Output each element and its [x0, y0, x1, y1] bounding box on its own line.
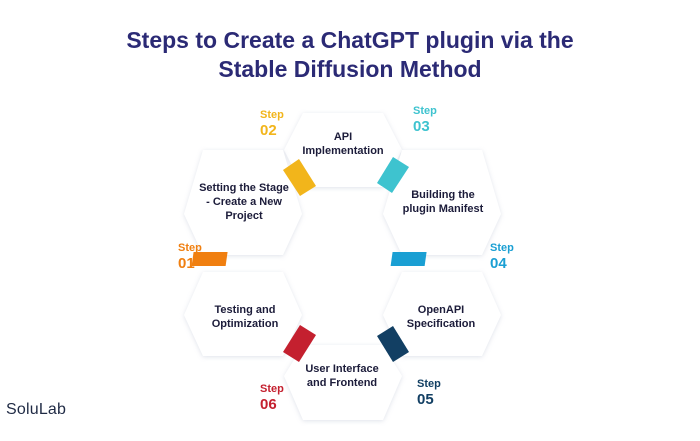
hex-tile-upper-right [383, 150, 501, 255]
card-step-01-line-3: Project [225, 210, 263, 222]
card-step-04-line-2: Specification [406, 318, 476, 330]
title-line-2: Stable Diffusion Method [218, 56, 482, 82]
connector-bar-step-02 [283, 159, 316, 196]
step-label-02: Step 02 [260, 109, 284, 139]
brand-logo-text: SoluLab [6, 401, 67, 418]
card-step-02-line-2: Implementation [302, 145, 384, 157]
card-step-04-line-1: OpenAPI [417, 304, 465, 316]
card-step-03-line-1: Building the [411, 189, 475, 201]
step-label-05-word: Step [417, 378, 441, 390]
hex-tile-top [284, 113, 402, 187]
hex-tile-lower-left [184, 272, 302, 356]
step-label-03-number: 03 [413, 118, 430, 135]
hex-tile-upper-left [184, 150, 302, 255]
card-step-04: OpenAPI Specification [381, 303, 501, 331]
hex-tile-bottom [284, 345, 402, 420]
step-label-05-number: 05 [417, 391, 434, 408]
step-label-04-word: Step [490, 242, 514, 254]
card-step-01-line-1: Setting the Stage [199, 182, 289, 194]
card-step-06-line-1: Testing and [214, 304, 276, 316]
card-step-02: API Implementation [283, 130, 403, 158]
step-label-05: Step 05 [417, 378, 441, 408]
card-step-03-line-2: plugin Manifest [402, 203, 484, 215]
step-label-04: Step 04 [490, 242, 514, 272]
connector-bar-step-05 [377, 326, 409, 362]
card-step-06-line-2: Optimization [211, 318, 279, 330]
step-label-01: Step 01 [178, 242, 202, 272]
step-label-06-word: Step [260, 383, 284, 395]
connector-bar-step-06 [283, 325, 316, 362]
card-step-01-line-2: - Create a New [206, 196, 282, 208]
card-step-05-line-2: and Frontend [306, 377, 378, 389]
step-label-06: Step 06 [260, 383, 284, 413]
step-label-02-word: Step [260, 109, 284, 121]
step-label-03-word: Step [413, 105, 437, 117]
card-step-05: User Interface and Frontend [282, 362, 402, 390]
step-label-01-word: Step [178, 242, 202, 254]
card-step-05-line-1: User Interface [305, 363, 379, 375]
card-step-02-line-1: API [333, 131, 353, 143]
connector-bar-step-01 [191, 252, 228, 266]
step-label-01-number: 01 [178, 255, 195, 272]
step-label-04-number: 04 [490, 255, 507, 272]
connector-bar-step-03 [377, 157, 409, 193]
step-label-02-number: 02 [260, 122, 277, 139]
title-line-1: Steps to Create a ChatGPT plugin via the [126, 27, 574, 53]
hex-tile-lower-right [383, 272, 501, 356]
card-step-06: Testing and Optimization [185, 303, 305, 331]
card-step-01: Setting the Stage - Create a New Project [184, 181, 304, 223]
connector-bar-step-04 [390, 252, 427, 266]
card-step-03: Building the plugin Manifest [383, 188, 503, 216]
step-label-03: Step 03 [413, 105, 437, 135]
step-label-06-number: 06 [260, 396, 277, 413]
